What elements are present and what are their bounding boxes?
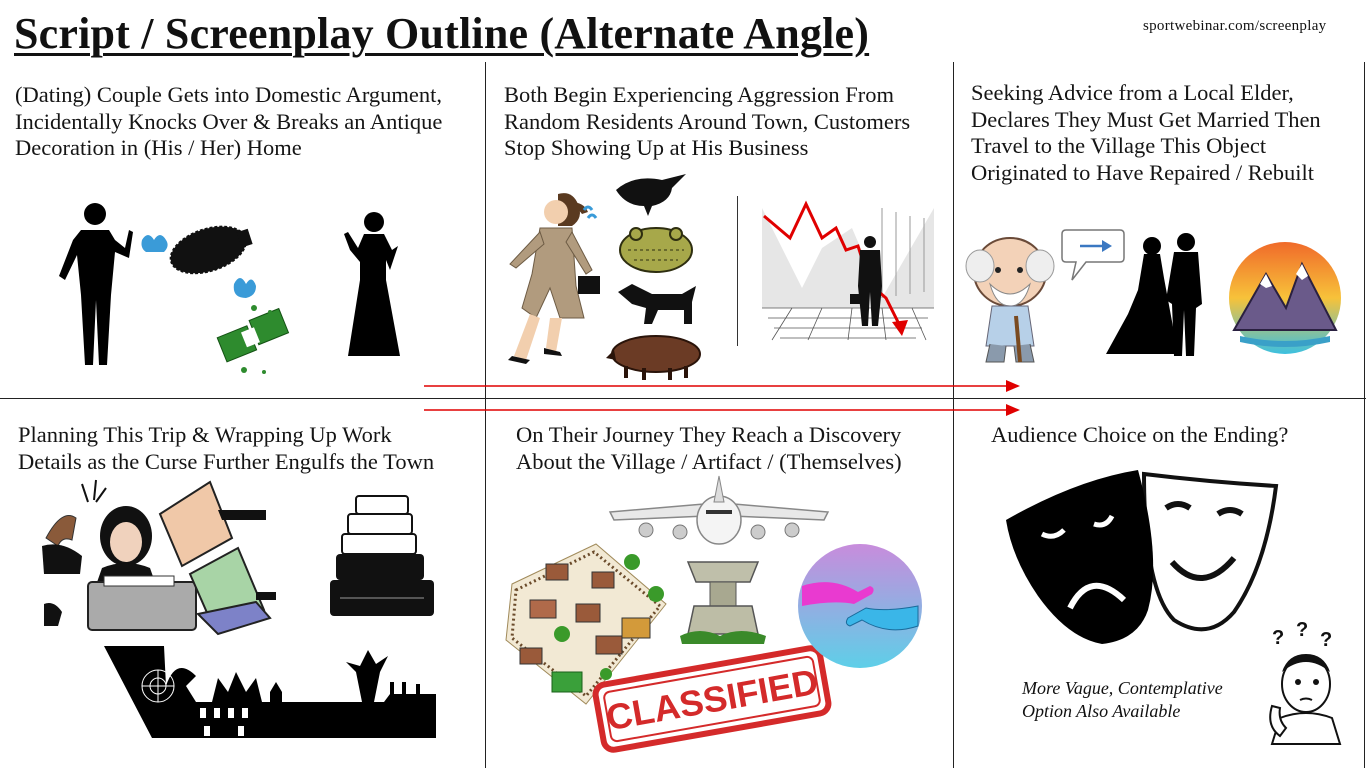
dust-puffs-icon [233,278,256,298]
reaching-hands-icon [798,544,922,668]
running-businesswoman-icon [508,193,600,364]
panel-2-caption: Both Begin Experiencing Aggression From … [504,82,911,160]
arguing-woman-silhouette [344,212,400,356]
angry-dog-icon [618,284,696,324]
divider-horizontal [0,398,1366,399]
divider-vertical-1 [485,62,486,768]
confused-man-icon: ? ? ? [1269,619,1342,745]
busy-office-worker-icon [42,479,276,636]
airplane-icon [608,475,830,545]
mountain-sunset-icon [1229,242,1341,354]
panel-3-caption: Seeking Advice from a Local Elder, Decla… [971,80,1321,185]
wedding-couple-silhouette [1106,233,1202,356]
village-map-icon [505,543,667,705]
haunted-house-silhouette [104,646,436,738]
elder-man-icon [965,237,1055,363]
crow-icon [616,174,686,216]
panel-2-inner-divider [737,196,738,346]
speech-bubble-arrow-icon [1061,229,1125,281]
toad-icon [619,227,693,273]
boar-icon [606,335,701,380]
falling-vase-icon [168,224,253,276]
svg-text:?: ? [1272,627,1284,649]
steam-puffs-icon [141,235,168,252]
website-label: sportwebinar.com/screenplay [1143,18,1327,34]
svg-text:?: ? [1320,629,1332,651]
business-crash-chart-icon [762,200,934,341]
svg-text:?: ? [1296,619,1308,641]
page-title: Script / Screenplay Outline (Alternate A… [14,9,870,58]
theater-masks-icon [1006,470,1279,644]
broken-cash-bundle-icon [216,305,290,374]
panel-4-caption: Planning This Trip & Wrapping Up Work De… [18,422,435,474]
panel-6-caption: Audience Choice on the Ending? [991,422,1289,447]
panel-1-caption: (Dating) Couple Gets into Domestic Argum… [15,82,443,160]
alternate-ending-note: More Vague, Contemplative Option Also Av… [1022,678,1223,721]
classified-stamp-icon: CLASSIFIED [592,645,832,753]
divider-right-edge [1364,62,1365,768]
red-arrows [424,380,1020,416]
stone-fountain-icon [680,561,766,644]
stacked-luggage-icon [330,495,434,616]
divider-vertical-2 [953,62,954,768]
arguing-man-silhouette [59,203,133,365]
panel-5-caption: On Their Journey They Reach a Discovery … [516,422,902,474]
